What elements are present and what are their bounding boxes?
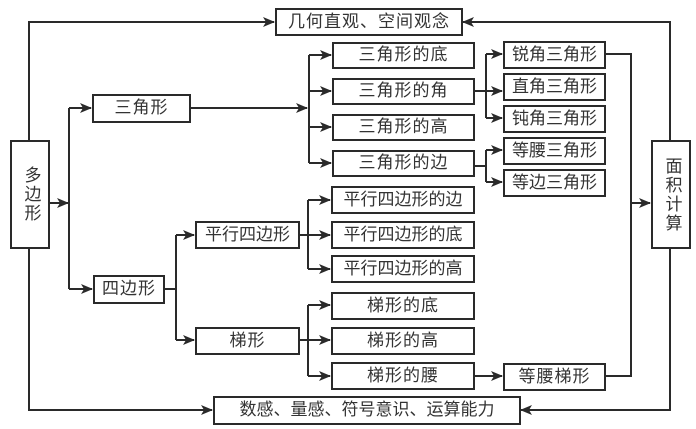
- node-polygon: 多边形: [10, 140, 50, 249]
- node-right-triangle: 直角三角形: [503, 73, 606, 101]
- node-triangle: 三角形: [92, 94, 191, 123]
- node-triangle-height: 三角形的高: [332, 114, 475, 141]
- connector-root-to-top: [28, 17, 275, 140]
- node-trapezoid-leg: 梯形的腰: [331, 362, 475, 390]
- node-isosceles-trapezoid: 等腰梯形: [503, 363, 606, 391]
- node-acute-triangle: 锐角三角形: [503, 41, 606, 69]
- node-geometric-intuition: 几何直观、空间观念: [275, 8, 463, 36]
- node-parallelogram-base: 平行四边形的底: [331, 221, 475, 249]
- node-triangle-side: 三角形的边: [332, 150, 475, 177]
- node-trapezoid: 梯形: [195, 327, 300, 355]
- node-number-sense: 数感、量感、符号意识、运算能力: [213, 396, 521, 425]
- node-quadrilateral: 四边形: [93, 275, 165, 304]
- node-parallelogram: 平行四边形: [195, 221, 300, 249]
- connector-acute-to-area: [605, 53, 632, 377]
- node-isosceles-triangle: 等腰三角形: [503, 137, 606, 165]
- connector-area-to-top: [462, 17, 671, 140]
- connector-area-to-bottom: [520, 248, 671, 415]
- node-triangle-base: 三角形的底: [332, 42, 475, 69]
- node-obtuse-triangle: 钝角三角形: [503, 105, 606, 133]
- node-trapezoid-base: 梯形的底: [331, 292, 475, 320]
- node-parallelogram-side: 平行四边形的边: [331, 186, 475, 214]
- node-area-calculation: 面积计算: [651, 140, 691, 249]
- node-equilateral-triangle: 等边三角形: [503, 169, 606, 197]
- node-trapezoid-height: 梯形的高: [331, 327, 475, 355]
- node-parallelogram-height: 平行四边形的高: [331, 255, 475, 283]
- connector-root-to-bottom: [28, 248, 213, 415]
- node-triangle-angle: 三角形的角: [332, 78, 475, 105]
